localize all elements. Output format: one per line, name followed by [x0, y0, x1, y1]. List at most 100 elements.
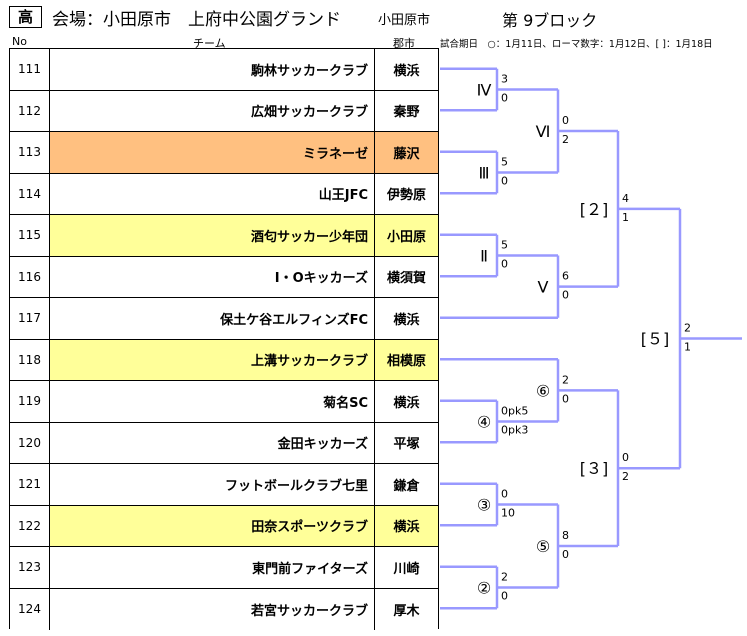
score-top: 0 — [562, 114, 569, 127]
match-label: Ⅲ — [478, 164, 489, 183]
score-top: 3 — [501, 73, 508, 86]
team-name: 若宮サッカークラブ — [50, 588, 375, 630]
score-top: 2 — [684, 322, 691, 335]
score-bottom: 0 — [562, 392, 569, 405]
score-top: 6 — [562, 270, 569, 283]
team-number: 112 — [10, 90, 50, 131]
score-bottom: 0 — [562, 289, 569, 302]
match-label: [５] — [641, 330, 670, 349]
score-bottom: 2 — [622, 470, 629, 483]
score-top: 0 — [622, 451, 629, 464]
column-header-team: チーム — [193, 37, 226, 50]
schedule-note: 試合期日 ○：1月11日、ローマ数字：1月12日、[ ]：1月18日 — [440, 39, 713, 50]
column-header-city: 郡市 — [393, 37, 415, 50]
team-name: I・Oキッカーズ — [50, 256, 375, 297]
team-city: 横浜 — [393, 312, 420, 328]
score-top: 5 — [501, 239, 508, 252]
team-city: 厚木 — [393, 603, 420, 619]
page-header: 高 会場：小田原市 上府中公園グランド 小田原市 第 9ブロック — [0, 0, 747, 36]
team-name: フットボールクラブ七里 — [50, 464, 375, 505]
score-bottom: 1 — [622, 211, 629, 224]
score-bottom: 0 — [501, 590, 508, 603]
team-city: 伊勢原 — [386, 188, 426, 204]
team-city: 横浜 — [393, 395, 420, 411]
team-number: 113 — [10, 132, 50, 173]
match-label: Ⅱ — [480, 247, 488, 266]
team-number: 123 — [10, 547, 50, 588]
team-city: 秦野 — [393, 105, 420, 121]
team-number: 111 — [10, 49, 50, 90]
team-number: 122 — [10, 505, 50, 546]
host-city: 小田原市 — [378, 13, 431, 28]
team-name: 田奈スポーツクラブ — [50, 505, 375, 546]
score-top: 2 — [501, 571, 508, 584]
score-top: 4 — [622, 192, 629, 205]
category-badge: 高 — [9, 6, 42, 28]
team-city: 横須賀 — [386, 271, 426, 287]
column-header-no: No — [12, 35, 27, 48]
match-label: ⑥ — [536, 381, 550, 400]
score-bottom: 2 — [562, 133, 569, 146]
team-name: ミラネーゼ — [50, 132, 375, 173]
team-city: 鎌倉 — [393, 478, 420, 494]
team-number: 119 — [10, 381, 50, 422]
team-name: 保土ケ谷エルフィンズFC — [50, 298, 375, 339]
team-name: 上溝サッカークラブ — [50, 339, 375, 380]
team-city: 小田原 — [386, 229, 426, 245]
team-number: 120 — [10, 422, 50, 463]
block-title: 第 9ブロック — [502, 11, 598, 30]
match-label: ② — [477, 579, 491, 598]
match-label: Ⅴ — [538, 278, 549, 297]
team-city: 相模原 — [386, 354, 426, 370]
match-label: ④ — [477, 413, 491, 432]
score-bottom: 0 — [501, 92, 508, 105]
team-name: 山王JFC — [50, 173, 375, 214]
team-name: 菊名SC — [50, 381, 375, 422]
team-name: 東門前ファイターズ — [50, 547, 375, 588]
team-number: 121 — [10, 464, 50, 505]
score-bottom: 0 — [562, 548, 569, 561]
score-bottom: 0pk3 — [501, 424, 528, 437]
score-top: 2 — [562, 373, 569, 386]
team-number: 124 — [10, 588, 50, 630]
score-bottom: 1 — [684, 341, 691, 354]
match-label: ⑤ — [536, 537, 550, 556]
score-top: 8 — [562, 529, 569, 542]
team-city: 藤沢 — [393, 146, 420, 162]
match-label: Ⅳ — [477, 81, 492, 100]
team-number: 115 — [10, 215, 50, 256]
score-bottom: 0 — [501, 258, 508, 271]
team-city: 横浜 — [393, 63, 420, 79]
team-city: 横浜 — [393, 520, 420, 536]
score-bottom: 0 — [501, 175, 508, 188]
team-number: 118 — [10, 339, 50, 380]
score-top: 5 — [501, 156, 508, 169]
score-bottom: 10 — [501, 507, 515, 520]
score-top: 0pk5 — [501, 405, 528, 418]
match-label: Ⅵ — [536, 122, 551, 141]
score-top: 0 — [501, 488, 508, 501]
team-name: 広畑サッカークラブ — [50, 90, 375, 131]
match-label: [３] — [580, 459, 609, 478]
venue-title: 会場：小田原市 上府中公園グランド — [52, 10, 341, 30]
team-number: 114 — [10, 173, 50, 214]
team-name: 金田キッカーズ — [50, 422, 375, 463]
match-label: [２] — [580, 200, 609, 219]
team-name: 駒林サッカークラブ — [50, 49, 375, 90]
